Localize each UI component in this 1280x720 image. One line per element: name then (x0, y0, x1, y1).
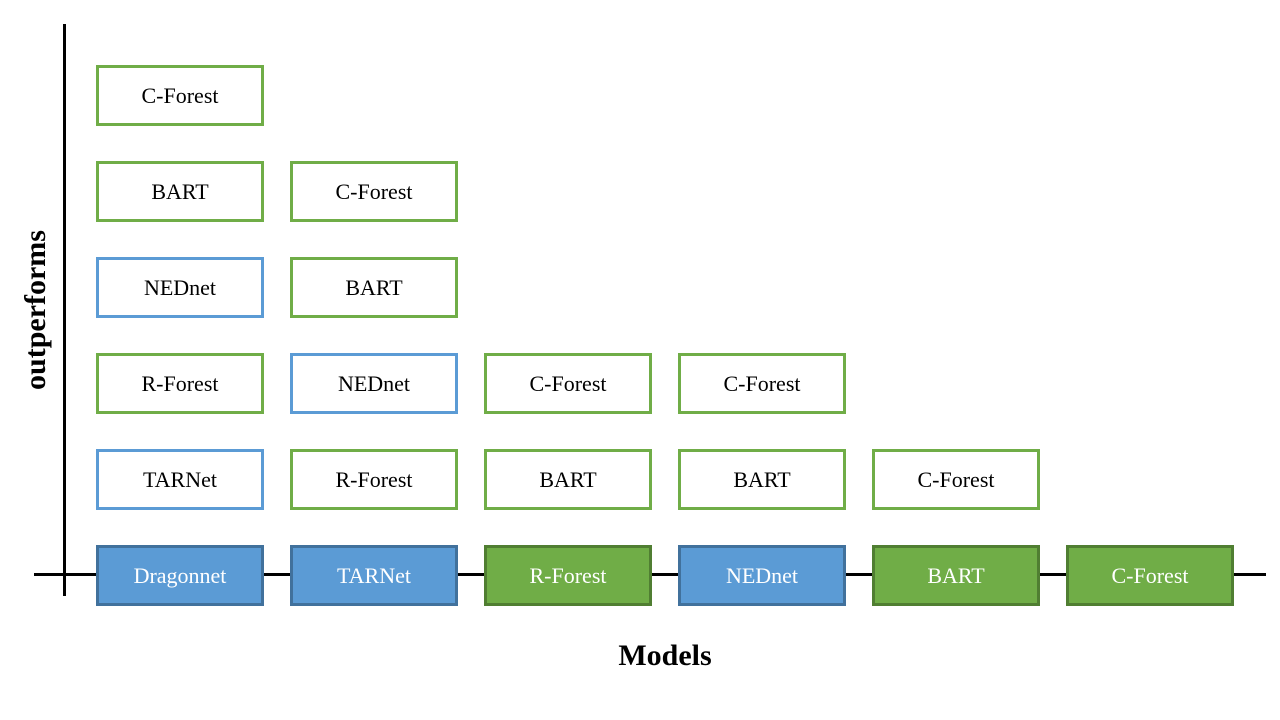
x-axis-label: Models (618, 639, 712, 672)
outperformed-box-c-forest: C-Forest (96, 65, 264, 126)
model-box-bart: BART (872, 545, 1040, 606)
model-box-c-forest: C-Forest (1066, 545, 1234, 606)
outperformed-box-c-forest: C-Forest (678, 353, 846, 414)
model-box-tarnet: TARNet (290, 545, 458, 606)
outperformed-box-c-forest: C-Forest (484, 353, 652, 414)
model-box-dragonnet: Dragonnet (96, 545, 264, 606)
outperformed-box-bart: BART (678, 449, 846, 510)
outperformed-box-bart: BART (484, 449, 652, 510)
outperformed-box-c-forest: C-Forest (872, 449, 1040, 510)
outperformed-box-nednet: NEDnet (290, 353, 458, 414)
outperformed-box-tarnet: TARNet (96, 449, 264, 510)
y-axis-line (63, 24, 66, 596)
y-axis-label: outperforms (19, 230, 52, 390)
outperformed-box-bart: BART (290, 257, 458, 318)
model-box-r-forest: R-Forest (484, 545, 652, 606)
outperformed-box-c-forest: C-Forest (290, 161, 458, 222)
outperformed-box-r-forest: R-Forest (96, 353, 264, 414)
outperformed-box-nednet: NEDnet (96, 257, 264, 318)
model-box-nednet: NEDnet (678, 545, 846, 606)
outperformed-box-bart: BART (96, 161, 264, 222)
outperformed-box-r-forest: R-Forest (290, 449, 458, 510)
